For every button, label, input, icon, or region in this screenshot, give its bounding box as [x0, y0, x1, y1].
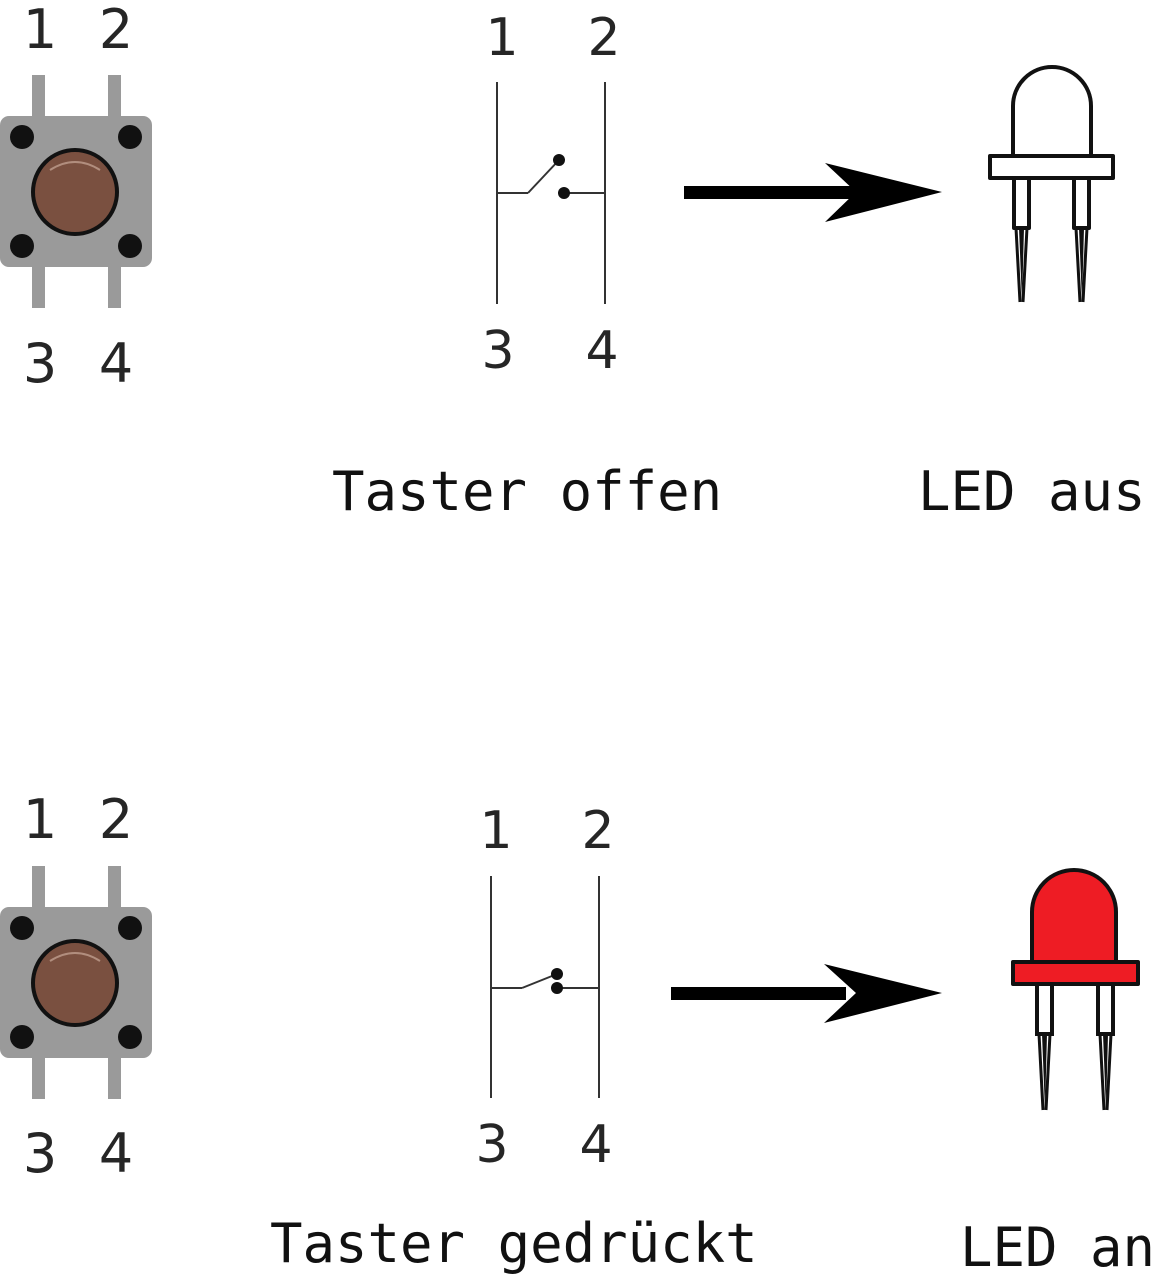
switch-pin-2: 2 — [581, 801, 614, 861]
switch-pin-4: 4 — [585, 321, 618, 381]
button-pin-2: 2 — [99, 0, 133, 61]
switch-state-label: Taster offen — [332, 460, 722, 523]
row-open: 1 2 3 4 1 2 3 4 — [0, 0, 1146, 523]
button-pin-1: 1 — [23, 788, 57, 851]
right-arrow-icon — [684, 163, 942, 222]
button-cap — [31, 939, 119, 1027]
led-state-label: LED aus — [918, 460, 1146, 523]
row-pressed: 1 2 3 4 1 2 3 4 — [0, 788, 1155, 1279]
switch-pin-1: 1 — [479, 801, 512, 861]
led-icon — [1011, 868, 1140, 1111]
switch-pin-4: 4 — [579, 1115, 612, 1175]
switch-symbol-open — [496, 82, 606, 304]
button-cap — [31, 148, 119, 236]
led-icon — [988, 65, 1115, 303]
switch-contact-lower — [551, 982, 563, 994]
right-arrow-icon — [671, 964, 942, 1023]
switch-pin-3: 3 — [475, 1115, 508, 1175]
switch-contact-lower — [558, 187, 570, 199]
switch-state-label: Taster gedrückt — [270, 1212, 758, 1275]
switch-pin-1: 1 — [485, 8, 518, 68]
button-pin-3: 3 — [23, 332, 57, 395]
tactile-push-button-icon — [0, 75, 152, 308]
led-on — [1011, 868, 1140, 986]
tactile-push-button-icon — [0, 866, 152, 1099]
button-pin-1: 1 — [23, 0, 57, 61]
switch-contact-upper — [551, 968, 563, 980]
button-pin-3: 3 — [23, 1122, 57, 1185]
button-pin-4: 4 — [99, 332, 133, 395]
switch-contact-upper — [553, 154, 565, 166]
led-state-label: LED an — [960, 1216, 1155, 1279]
switch-pin-3: 3 — [481, 321, 514, 381]
switch-symbol-closed — [490, 876, 600, 1098]
button-pin-2: 2 — [99, 788, 133, 851]
button-pin-4: 4 — [99, 1122, 133, 1185]
led-off — [988, 65, 1115, 230]
switch-pin-2: 2 — [587, 8, 620, 68]
